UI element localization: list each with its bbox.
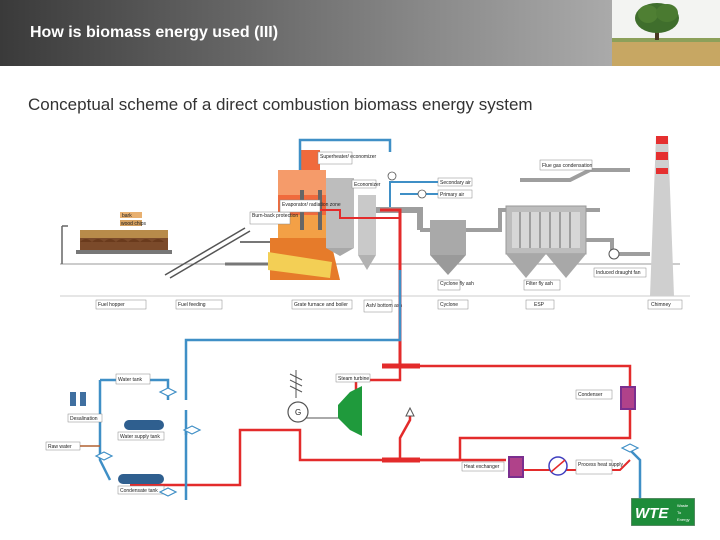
grate-label: Grate furnace and boiler (294, 302, 348, 308)
steam-lines (130, 208, 632, 487)
bark-label: bark (122, 213, 132, 219)
fuel-conveyor (164, 227, 280, 279)
logo-sub3: Energy (677, 517, 690, 522)
title-bar: How is biomass energy used (III) (0, 0, 720, 66)
secondary-air-label: Secondary air (440, 180, 471, 186)
wte-logo-graphic: WTE Waste To Energy (630, 497, 696, 527)
evaporator-label: Evaporator/ radiation zone (282, 202, 341, 208)
water-tank-label: Water tank (118, 377, 142, 383)
chimney (650, 136, 674, 296)
tree-field-photo (612, 0, 720, 66)
equipment-labels: Fuel hopper Fuel feeding Grate furnace a… (95, 299, 683, 313)
burnback-label: Burn-back protection (252, 213, 298, 219)
wood-chips-label: wood chips (121, 221, 147, 227)
cyclone: Cyclone fly ash (430, 220, 474, 291)
pumps (94, 387, 640, 497)
ash-bottom-label: Ash/ bottom ash (366, 303, 402, 309)
fuel-hopper: bark wood chips (61, 212, 172, 264)
fuel-hopper-label: Fuel hopper (98, 302, 125, 308)
superheater-label: Superheater/ economizer (320, 154, 376, 160)
condenser-label: Condenser (578, 392, 603, 398)
induced-draught-fan: Induced draught fan (586, 238, 650, 278)
water-lines (98, 138, 642, 500)
heat-exchanger-label: Heat exchanger (464, 464, 500, 470)
economizer-label: Economizer (354, 182, 381, 188)
process-heat-supply-label: Process heat supply (578, 462, 624, 468)
flue-gas-condensation-label: Flue gas condensation (542, 163, 593, 169)
primary-air-label: Primary air (440, 192, 465, 198)
slide-subtitle: Conceptual scheme of a direct combustion… (28, 95, 533, 114)
air-supply-lines: Secondary air Primary air (387, 171, 473, 210)
esp-filter: Filter fly ash (505, 205, 587, 291)
steam-turbine-label: Steam turbine (338, 376, 369, 382)
induced-draught-fan-label: Induced draught fan (596, 270, 641, 276)
cyclone-label: Cyclone (440, 302, 458, 308)
biomass-system-diagram: bark wood chips Burn-back protection Eva… (45, 136, 690, 500)
grate-furnace-boiler: Burn-back protection Evaporator/ radiati… (249, 150, 381, 280)
condensate-tank-label: Condensate tank (120, 488, 158, 494)
condenser-heat-exchanger: Condenser Heat exchanger Process heat su… (461, 386, 636, 478)
filter-fly-ash-label: Filter fly ash (526, 281, 553, 287)
logo-text: WTE (635, 505, 669, 522)
generator-label: G (295, 408, 301, 417)
wte-logo: WTE Waste To Energy (630, 497, 696, 527)
esp-label: ESP (534, 302, 545, 308)
cyclone-fly-ash-label: Cyclone fly ash (440, 281, 474, 287)
steam-turbine-group: G Steam turbine (287, 370, 415, 436)
raw-water-label: Raw water (48, 444, 72, 450)
slide-title: How is biomass energy used (III) (30, 24, 279, 41)
fuel-feeding-label: Fuel feeding (178, 302, 206, 308)
water-treatment: Water tank Desalination Raw water Water … (45, 373, 165, 495)
chimney-label: Chimney (651, 302, 671, 308)
logo-sub2: To (677, 510, 682, 515)
water-supply-tank-label: Water supply tank (120, 434, 160, 440)
desalination-label: Desalination (70, 416, 98, 422)
logo-sub1: Waste (677, 503, 689, 508)
